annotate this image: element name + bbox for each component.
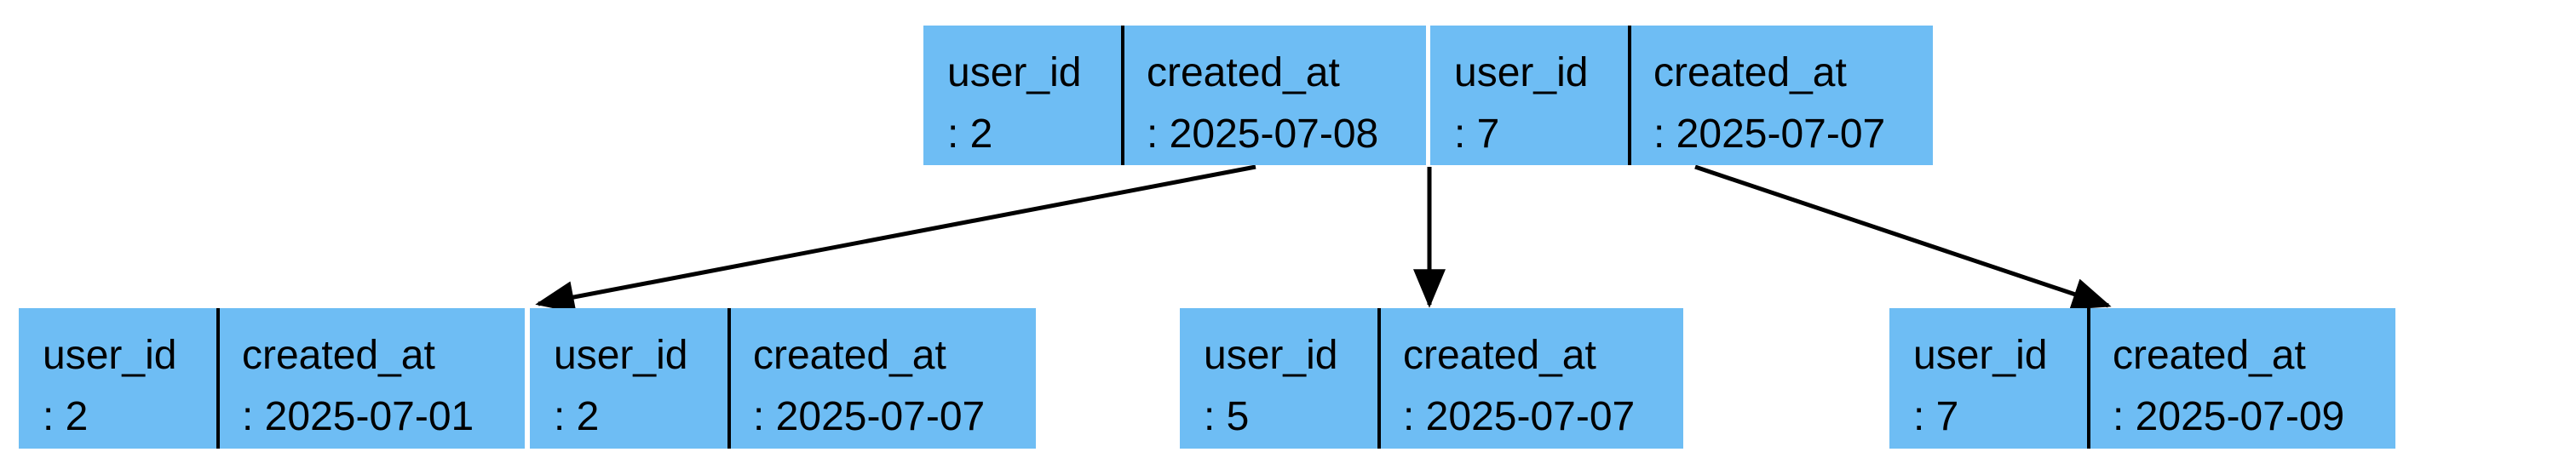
timestamp-column-label: created_at xyxy=(1403,333,1596,378)
timestamp-column-label: created_at xyxy=(1653,50,1847,95)
key-cell: user_id : 7 xyxy=(1430,26,1628,165)
timestamp-cell: created_at : 2025-07-08 xyxy=(1121,26,1426,165)
timestamp-value: : 2025-07-09 xyxy=(2113,394,2345,439)
key-value: : 2 xyxy=(554,394,600,439)
key-column-label: user_id xyxy=(43,333,177,378)
key-value: : 2 xyxy=(947,112,993,157)
timestamp-value: : 2025-07-07 xyxy=(1403,394,1636,439)
timestamp-column-label: created_at xyxy=(1147,50,1340,95)
root-node-entry-1: user_id : 2 created_at : 2025-07-08 xyxy=(923,26,1426,165)
timestamp-cell: created_at : 2025-07-07 xyxy=(1377,308,1683,449)
edge-root-to-child-right xyxy=(1694,164,2112,310)
edge-root-to-child-left xyxy=(535,164,1256,313)
key-cell: user_id : 7 xyxy=(1889,308,2087,449)
timestamp-value: : 2025-07-07 xyxy=(1653,112,1886,157)
key-cell: user_id : 5 xyxy=(1180,308,1377,449)
right-child-node-entry-1: user_id : 7 created_at : 2025-07-09 xyxy=(1889,308,2395,449)
key-value: : 7 xyxy=(1454,112,1500,157)
key-column-label: user_id xyxy=(947,50,1082,95)
timestamp-cell: created_at : 2025-07-07 xyxy=(727,308,1036,449)
key-value: : 2 xyxy=(43,394,89,439)
timestamp-value: : 2025-07-08 xyxy=(1147,112,1379,157)
key-column-label: user_id xyxy=(1913,333,2048,378)
key-value: : 5 xyxy=(1204,394,1250,439)
left-child-node-entry-1: user_id : 2 created_at : 2025-07-01 xyxy=(19,308,525,449)
timestamp-cell: created_at : 2025-07-01 xyxy=(216,308,525,449)
timestamp-cell: created_at : 2025-07-09 xyxy=(2087,308,2395,449)
key-cell: user_id : 2 xyxy=(923,26,1121,165)
key-column-label: user_id xyxy=(1204,333,1338,378)
timestamp-value: : 2025-07-07 xyxy=(753,394,986,439)
timestamp-value: : 2025-07-01 xyxy=(242,394,474,439)
timestamp-cell: created_at : 2025-07-07 xyxy=(1628,26,1933,165)
middle-child-node-entry-1: user_id : 5 created_at : 2025-07-07 xyxy=(1180,308,1683,449)
key-value: : 7 xyxy=(1913,394,1959,439)
key-column-label: user_id xyxy=(1454,50,1589,95)
left-child-node-entry-2: user_id : 2 created_at : 2025-07-07 xyxy=(530,308,1036,449)
key-cell: user_id : 2 xyxy=(19,308,216,449)
timestamp-column-label: created_at xyxy=(753,333,946,378)
key-column-label: user_id xyxy=(554,333,688,378)
root-node-entry-2: user_id : 7 created_at : 2025-07-07 xyxy=(1430,26,1933,165)
timestamp-column-label: created_at xyxy=(2113,333,2306,378)
key-cell: user_id : 2 xyxy=(530,308,727,449)
timestamp-column-label: created_at xyxy=(242,333,435,378)
